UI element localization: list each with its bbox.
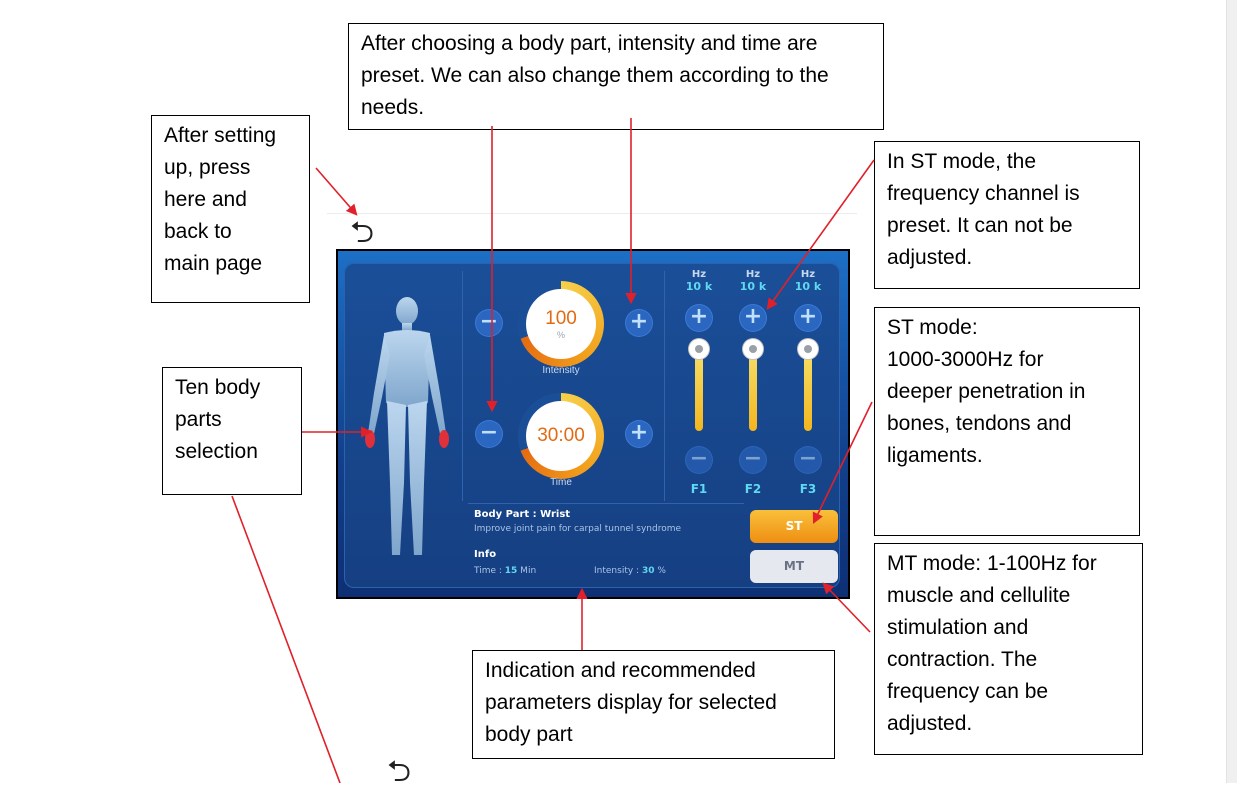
callout-presets: After choosing a body part, intensity an… — [348, 23, 884, 130]
callout-st-mode: ST mode: 1000-3000Hz for deeper penetrat… — [874, 307, 1140, 536]
body-figure-icon[interactable] — [362, 293, 452, 563]
intensity-value: 100 — [545, 308, 577, 329]
channel-1-slider-track[interactable] — [695, 347, 703, 431]
channel-2-minus-button[interactable]: − — [740, 447, 766, 473]
intensity-plus-button[interactable]: + — [626, 310, 652, 336]
time-minus-button[interactable]: − — [476, 421, 502, 447]
st-mode-button[interactable]: ST — [750, 510, 838, 543]
info-title: Info — [474, 549, 497, 560]
header-rule — [327, 213, 857, 214]
time-label: Time — [550, 477, 572, 488]
divider-middle — [664, 271, 665, 501]
channel-1-label: F1 — [690, 482, 708, 496]
back-arrow-icon[interactable]: ⮌ — [350, 215, 375, 250]
channel-3-label: F3 — [799, 482, 817, 496]
intensity-dial[interactable]: 100 % — [518, 281, 604, 367]
channel-1-minus-button[interactable]: − — [686, 447, 712, 473]
channel-3-minus-button[interactable]: − — [795, 447, 821, 473]
info-intensity-value: 30 — [641, 566, 655, 576]
info-time: Time : 15 Min — [474, 566, 537, 576]
info-time-value: 15 — [504, 566, 518, 576]
callout-indication: Indication and recommended parameters di… — [472, 650, 835, 759]
channel-2-plus-button[interactable]: + — [740, 305, 766, 331]
intensity-unit: % — [556, 330, 565, 340]
time-value: 30:00 — [537, 425, 585, 446]
divider-bottom — [468, 503, 744, 504]
channel-1-slider-knob[interactable] — [689, 339, 709, 359]
body-part-title: Body Part : Wrist — [474, 509, 571, 520]
callout-body-parts: Ten body parts selection — [162, 367, 302, 495]
arrow-body-parts-down — [231, 495, 341, 783]
left-wrist-marker — [365, 430, 375, 448]
time-plus-button[interactable]: + — [626, 421, 652, 447]
intensity-label: Intensity — [542, 365, 580, 376]
channel-3-plus-button[interactable]: + — [795, 305, 821, 331]
channel-2-slider-knob[interactable] — [743, 339, 763, 359]
page-scrollbar[interactable] — [1226, 0, 1237, 783]
callout-st-channel: In ST mode, the frequency channel is pre… — [874, 141, 1140, 289]
divider-left — [462, 271, 463, 501]
time-dial[interactable]: 30:00 — [518, 393, 604, 479]
right-wrist-marker — [439, 430, 449, 448]
callout-mt-mode: MT mode: 1-100Hz for muscle and cellulit… — [874, 543, 1143, 755]
callout-back: After setting up, press here and back to… — [151, 115, 310, 303]
channel-2-slider-track[interactable] — [749, 347, 757, 431]
arrow-to-back-button — [315, 167, 358, 216]
channel-3-slider-knob[interactable] — [798, 339, 818, 359]
body-part-description: Improve joint pain for carpal tunnel syn… — [474, 524, 682, 534]
channel-1-plus-button[interactable]: + — [686, 305, 712, 331]
back-arrow-icon-secondary[interactable]: ⮌ — [387, 754, 412, 789]
mt-mode-button[interactable]: MT — [750, 550, 838, 583]
channel-3-slider-track[interactable] — [804, 347, 812, 431]
info-intensity: Intensity : 30 % — [594, 566, 666, 576]
intensity-minus-button[interactable]: − — [476, 310, 502, 336]
channel-2-label: F2 — [744, 482, 762, 496]
